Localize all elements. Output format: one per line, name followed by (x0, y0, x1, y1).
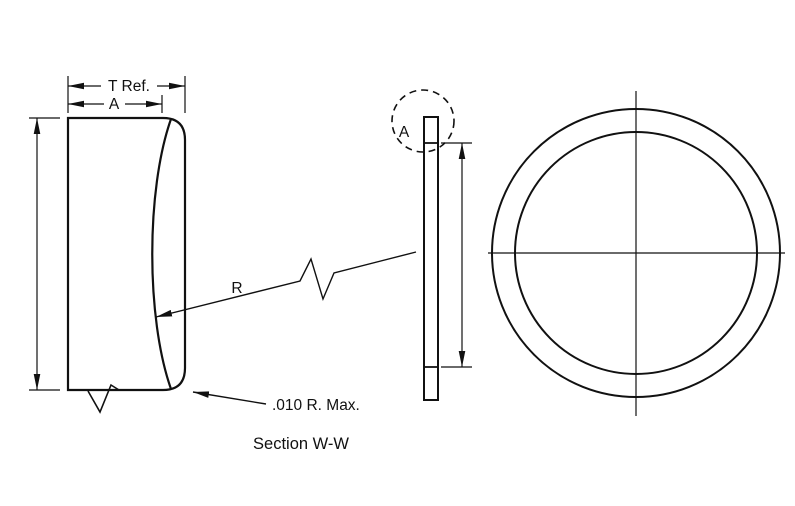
corner-radius-note: .010 R. Max. (272, 397, 360, 414)
t-ref-label: T Ref. (108, 78, 150, 95)
bottom-break-line (87, 383, 120, 414)
detail-a-label: A (399, 124, 410, 141)
edge-view-outline (423, 116, 439, 401)
labels: T Ref. A R .010 R. Max. Section W-W A (108, 78, 410, 453)
radius-leader-line (155, 251, 417, 318)
concave-face-arc (151, 118, 173, 390)
detail-a-callout-circle (391, 89, 455, 153)
edge-view (391, 89, 472, 401)
section-caption: Section W-W (253, 435, 349, 453)
corner-radius-leader-line (192, 391, 267, 405)
dimensions-left-view (29, 76, 417, 405)
front-view (488, 91, 785, 416)
a-dim-label: A (109, 96, 120, 113)
section-view (66, 116, 187, 414)
radius-label: R (231, 280, 242, 297)
section-outline (66, 116, 187, 392)
